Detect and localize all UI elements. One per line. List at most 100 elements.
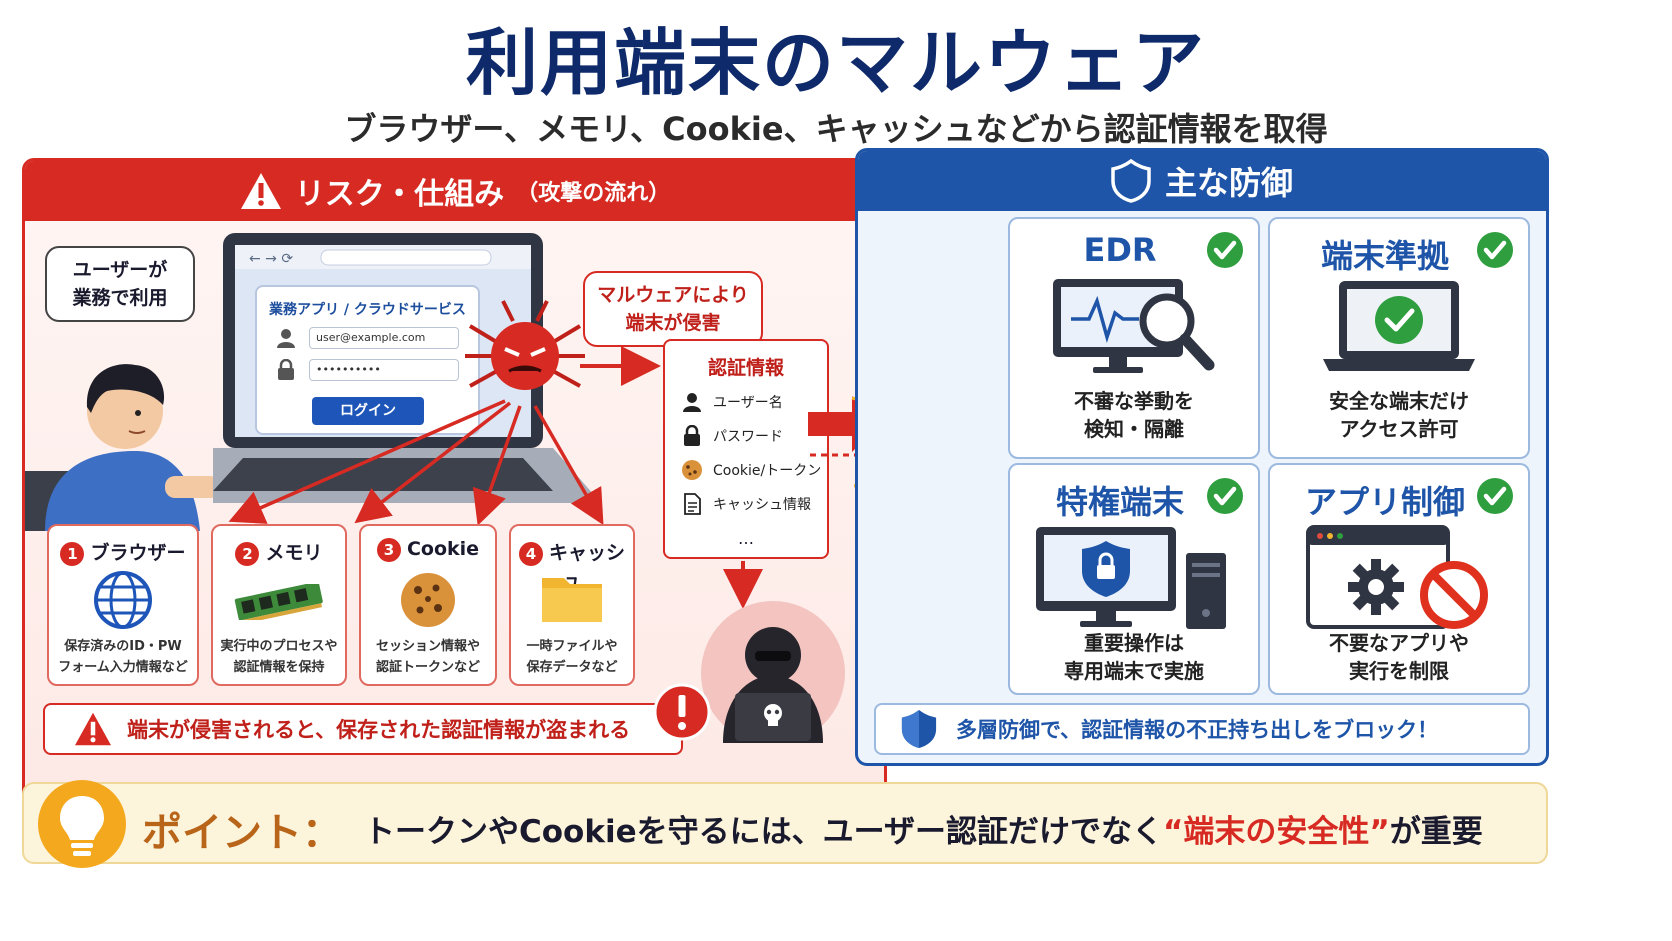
check-icon	[1207, 478, 1243, 514]
bubble-line: マルウェアにより	[597, 284, 749, 306]
shield-icon	[901, 710, 937, 748]
lock-icon	[278, 359, 294, 380]
credentials-box: 認証情報 ユーザー名 パスワード Cookie/トークン キャッシュ情報 …	[663, 339, 829, 559]
source-desc: 保存データなど	[526, 660, 618, 675]
step-number: 2	[235, 542, 260, 566]
defense-desc: 不要なアプリや	[1329, 631, 1469, 655]
defense-panel: 主な防御 EDR 不審な挙動を検知・隔離 端末準拠 安全な端末だけアクセス許可 …	[855, 148, 1549, 766]
warning-icon	[75, 712, 111, 746]
point-text: トークンやCookieを守るには、ユーザー認証だけでなく“端末の安全性”が重要	[364, 806, 1483, 851]
source-desc: 認証トークンなど	[375, 660, 480, 675]
login-button[interactable]: ログイン	[312, 397, 424, 425]
monitor-magnifier-icon	[1053, 279, 1215, 373]
defense-desc: 専用端末で実施	[1064, 659, 1204, 683]
risk-header: リスク・仕組み （攻撃の流れ）	[25, 161, 884, 221]
credential-label: ユーザー名	[713, 395, 783, 411]
laptop-check-icon	[1323, 281, 1475, 371]
defense-desc: 重要操作は	[1084, 631, 1184, 655]
cookie-icon	[682, 460, 702, 480]
point-emphasis: “端末の安全性”	[1163, 814, 1390, 850]
user-icon	[277, 329, 295, 348]
risk-panel: リスク・仕組み （攻撃の流れ） ユーザーが 業務で利用 ← → ⟳ 業務アプリ …	[22, 158, 887, 815]
cookie-icon	[401, 573, 455, 627]
user-speech-bubble: ユーザーが 業務で利用	[45, 246, 195, 322]
secure-workstation-icon	[1036, 527, 1226, 629]
alert-icon	[653, 683, 711, 741]
svg-text:← → ⟳: ← → ⟳	[249, 251, 293, 267]
step-number: 4	[518, 542, 543, 566]
defense-card-title: アプリ制御	[1304, 483, 1465, 521]
password-field[interactable]: ••••••••••	[309, 359, 459, 381]
defense-banner-text: 多層防御で、認証情報の不正持ち出しをブロック！	[956, 718, 1439, 742]
check-icon	[1477, 232, 1513, 268]
page-subtitle: ブラウザー、メモリ、Cookie、キャッシュなどから認証情報を取得	[344, 110, 1328, 148]
risk-title-sub: （攻撃の流れ）	[516, 181, 671, 206]
defense-card-privileged: 特権端末 重要操作は専用端末で実施	[1008, 463, 1260, 695]
defense-card-title: 特権端末	[1055, 483, 1184, 521]
defense-card-edr: EDR 不審な挙動を検知・隔離	[1008, 217, 1260, 459]
source-desc: 実行中のプロセスや	[220, 639, 338, 654]
warning-icon	[240, 173, 281, 209]
credential-label: パスワード	[713, 429, 783, 445]
lightbulb-icon	[38, 780, 126, 868]
defense-desc: 不審な挙動を	[1074, 389, 1194, 413]
point-text-main: トークンやCookieを守るには、ユーザー認証だけでなく	[364, 814, 1163, 850]
credential-label: Cookie/トークン	[713, 463, 822, 479]
defense-desc: 実行を制限	[1349, 659, 1449, 683]
app-block-icon	[1306, 525, 1488, 629]
defense-banner: 多層防御で、認証情報の不正持ち出しをブロック！	[874, 703, 1530, 755]
user-icon	[683, 393, 701, 412]
bubble-line: ユーザーが	[72, 259, 168, 281]
point-label: ポイント：	[142, 810, 342, 856]
risk-warning-banner: 端末が侵害されると、保存された認証情報が盗まれる	[43, 703, 683, 755]
app-title: 業務アプリ / クラウドサービス	[269, 302, 466, 318]
check-icon	[1207, 232, 1243, 268]
credential-label: キャッシュ情報	[713, 497, 811, 513]
memory-icon	[234, 584, 323, 620]
shield-icon	[1111, 159, 1151, 203]
source-desc: セッション情報や	[375, 639, 480, 654]
bubble-line: 端末が侵害	[625, 312, 721, 334]
source-desc: 保存済みのID・PW	[64, 639, 182, 654]
defense-desc: アクセス許可	[1339, 417, 1459, 441]
business-app-window: 業務アプリ / クラウドサービス user@example.com ••••••…	[255, 285, 480, 435]
defense-desc: 検知・隔離	[1084, 417, 1184, 441]
credentials-more: …	[738, 529, 754, 548]
malware-attack-arrows	[228, 300, 763, 609]
hacker-illustration	[701, 601, 845, 743]
point-text-end: が重要	[1389, 814, 1483, 850]
defense-title: 主な防御	[1164, 164, 1293, 202]
defense-card-app-control: アプリ制御 不要なアプリや実行を制限	[1268, 463, 1530, 695]
defense-card-compliance: 端末準拠 安全な端末だけアクセス許可	[1268, 217, 1530, 459]
defense-header: 主な防御	[858, 151, 1546, 211]
lock-icon	[684, 425, 700, 446]
bubble-line: 業務で利用	[72, 287, 168, 309]
source-desc: 認証情報を保持	[233, 660, 325, 675]
defense-card-title: 端末準拠	[1320, 237, 1449, 275]
source-label: メモリ	[265, 542, 323, 564]
check-icon	[1477, 478, 1513, 514]
globe-icon	[94, 571, 152, 629]
credential-item: Cookie/トークン	[681, 459, 821, 481]
source-label: Cookie	[406, 538, 480, 560]
credentials-title: 認証情報	[707, 357, 784, 379]
user-illustration	[25, 364, 220, 531]
page-title: 利用端末のマルウェア	[465, 21, 1206, 105]
source-desc: 一時ファイルや	[526, 639, 618, 654]
malware-speech-bubble: マルウェアにより 端末が侵害	[583, 271, 763, 347]
defense-desc: 安全な端末だけ	[1329, 389, 1469, 413]
risk-warning-text: 端末が侵害されると、保存された認証情報が盗まれる	[127, 718, 631, 742]
document-icon	[684, 493, 701, 515]
source-label: ブラウザー	[90, 542, 186, 564]
folder-icon	[542, 578, 602, 622]
risk-title: リスク・仕組み	[294, 177, 505, 212]
email-field[interactable]: user@example.com	[309, 327, 459, 349]
step-number: 3	[376, 538, 401, 562]
credential-item: ユーザー名	[681, 391, 783, 413]
defense-card-title: EDR	[1083, 231, 1157, 269]
step-number: 1	[60, 542, 85, 566]
